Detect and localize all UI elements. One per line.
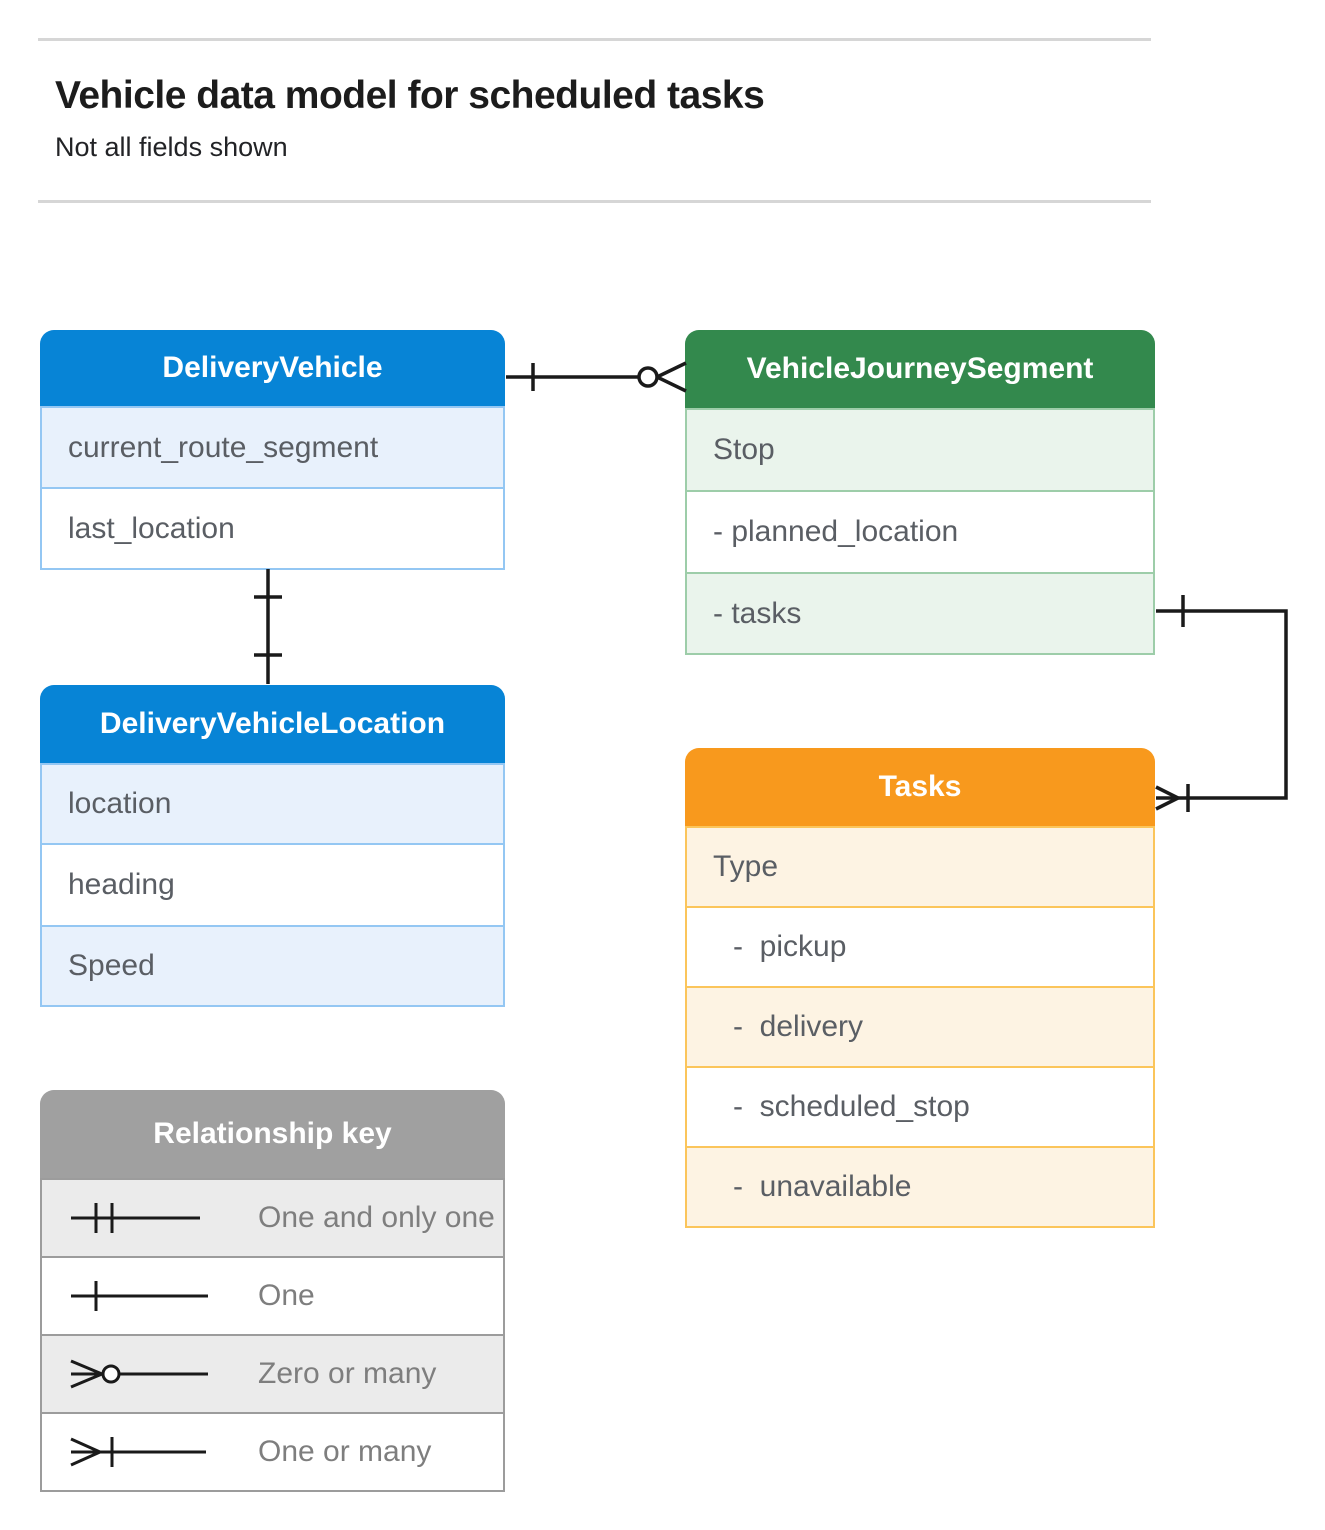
entity-vehicle-journey-segment: VehicleJourneySegment Stop - planned_loc…	[685, 330, 1155, 655]
field-delivery: - delivery	[687, 986, 1153, 1066]
zero-or-many-icon	[68, 1352, 258, 1396]
field-location: location	[42, 763, 503, 843]
connector-vehiclejourneysegment-tasks	[1156, 595, 1286, 812]
field-pickup: - pickup	[687, 906, 1153, 986]
field-type: Type	[687, 826, 1153, 906]
top-rule	[38, 38, 1151, 41]
legend-label: One or many	[258, 1435, 432, 1468]
one-or-many-icon	[68, 1430, 258, 1474]
relationship-key-title: Relationship key	[40, 1090, 505, 1178]
legend-item-one: One	[42, 1256, 503, 1334]
legend-item-one-or-many: One or many	[42, 1412, 503, 1490]
legend-item-zero-or-many: Zero or many	[42, 1334, 503, 1412]
field-speed: Speed	[42, 925, 503, 1005]
entity-delivery-vehicle-title: DeliveryVehicle	[40, 330, 505, 406]
entity-tasks-title: Tasks	[685, 748, 1155, 826]
entity-tasks: Tasks Type - pickup - delivery - schedul…	[685, 748, 1155, 1228]
relationship-key: Relationship key One and only one One	[40, 1090, 505, 1492]
one-and-only-one-icon	[68, 1196, 258, 1240]
page-subtitle: Not all fields shown	[55, 132, 288, 162]
field-current-route-segment: current_route_segment	[42, 406, 503, 487]
field-last-location: last_location	[42, 487, 503, 568]
field-planned-location: - planned_location	[687, 490, 1153, 572]
connector-deliveryvehicle-vehiclejourneysegment	[506, 363, 686, 391]
entity-delivery-vehicle-location: DeliveryVehicleLocation location heading…	[40, 685, 505, 1007]
header-rule	[38, 200, 1151, 203]
legend-label: One	[258, 1279, 315, 1312]
entity-vehicle-journey-segment-title: VehicleJourneySegment	[685, 330, 1155, 408]
field-tasks: - tasks	[687, 572, 1153, 653]
page-title: Vehicle data model for scheduled tasks	[55, 74, 765, 117]
field-stop: Stop	[687, 408, 1153, 490]
legend-item-one-and-only-one: One and only one	[42, 1178, 503, 1256]
entity-delivery-vehicle-location-title: DeliveryVehicleLocation	[40, 685, 505, 763]
one-icon	[68, 1274, 258, 1318]
connector-deliveryvehicle-deliveryvehiclelocation	[254, 569, 282, 684]
field-scheduled-stop: - scheduled_stop	[687, 1066, 1153, 1146]
field-heading: heading	[42, 843, 503, 925]
entity-delivery-vehicle: DeliveryVehicle current_route_segment la…	[40, 330, 505, 570]
legend-label: One and only one	[258, 1201, 495, 1234]
field-unavailable: - unavailable	[687, 1146, 1153, 1226]
legend-label: Zero or many	[258, 1357, 437, 1390]
